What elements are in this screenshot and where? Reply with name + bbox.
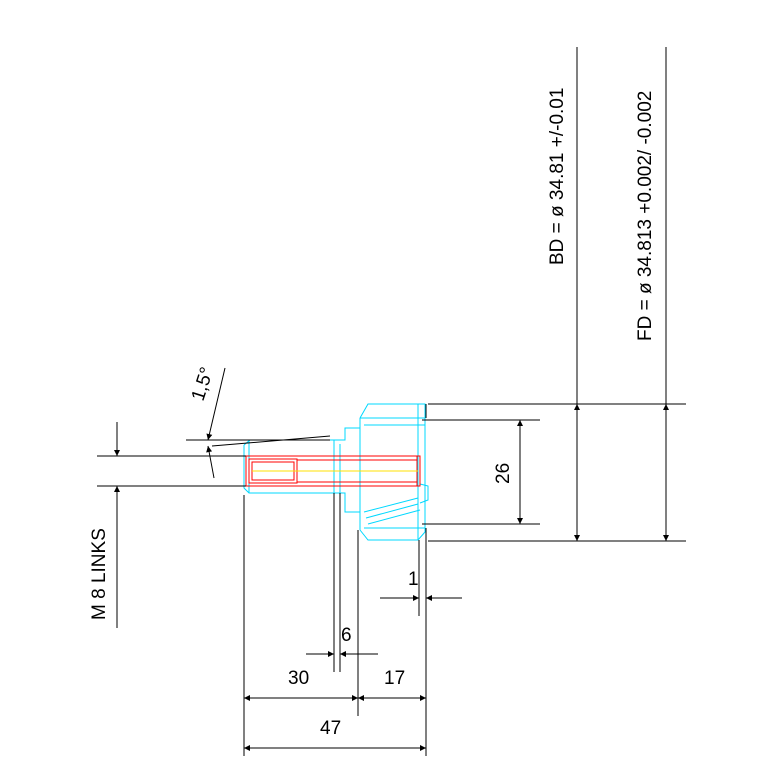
height-label: 26 [493, 463, 514, 484]
head-label: 17 [384, 668, 405, 689]
dimension-lines [97, 47, 686, 756]
part-outline [243, 403, 429, 541]
angle-label: 1,5° [188, 365, 218, 404]
total-label: 47 [320, 718, 341, 739]
offset-label: 1 [408, 569, 419, 590]
bd-label: BD = ø 34.81 +/-0.01 [547, 88, 568, 265]
thread-label: M 8 LINKS [89, 528, 110, 620]
fd-label: FD = ø 34.813 +0.002/ -0.002 [635, 91, 656, 341]
neck-label: 6 [341, 625, 352, 646]
shank-label: 30 [288, 668, 309, 689]
